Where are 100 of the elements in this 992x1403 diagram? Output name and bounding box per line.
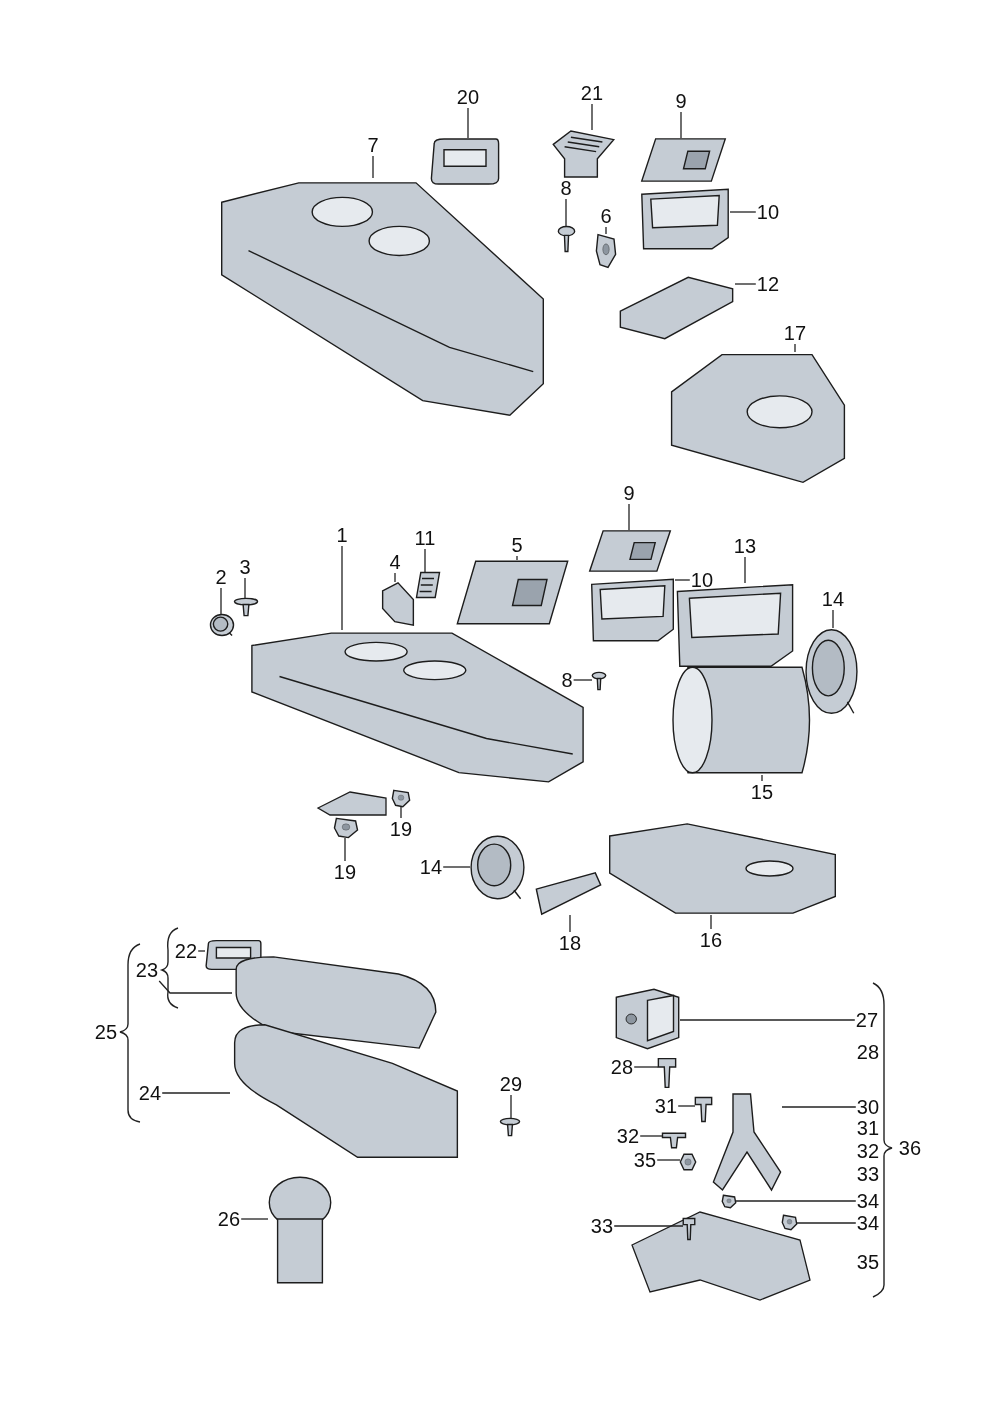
callout-number: 32 <box>615 1125 641 1147</box>
bolt-drawing <box>658 1058 676 1088</box>
mat-drawing <box>588 530 672 572</box>
callout-number: 2 <box>214 566 228 588</box>
leader-line <box>244 577 246 599</box>
leader-line <box>572 679 593 681</box>
callout-number: 34 <box>855 1190 881 1212</box>
callout-number: 12 <box>755 273 781 295</box>
bolt-drawing <box>662 1133 686 1148</box>
callout-number: 21 <box>579 82 605 104</box>
callout-number: 3 <box>238 556 252 578</box>
callout-number: 5 <box>510 534 524 556</box>
callout-number: 26 <box>216 1208 242 1230</box>
clip-drawing <box>334 818 358 838</box>
leader-line <box>605 226 607 235</box>
leader-line <box>197 950 206 952</box>
callout-number: 10 <box>689 569 715 591</box>
callout-number: 13 <box>732 535 758 557</box>
cup-holder-drawing <box>668 352 848 485</box>
mounting-bracket-drawing <box>712 1092 782 1192</box>
callout-number: 31 <box>653 1095 679 1117</box>
leader-line <box>761 774 763 782</box>
callout-number: 22 <box>173 940 199 962</box>
callout-number: 15 <box>749 781 775 803</box>
screw-drawing <box>500 1118 520 1136</box>
leader-line <box>158 980 233 994</box>
cover-cap-drawing <box>430 138 500 185</box>
storage-tray-drawing <box>590 578 675 642</box>
leader-line <box>639 1135 663 1137</box>
leader-line <box>744 556 746 584</box>
leader-line <box>734 283 757 285</box>
leader-line <box>679 1019 856 1021</box>
bolt-drawing <box>683 1218 695 1240</box>
leader-line <box>442 866 471 868</box>
holder-drawing <box>615 988 680 1050</box>
leader-line <box>796 1222 857 1224</box>
leader-line <box>341 545 343 631</box>
callout-number: 24 <box>137 1082 163 1104</box>
leader-line <box>240 1218 269 1220</box>
screw-drawing <box>592 672 606 690</box>
storage-tray-drawing <box>640 188 730 250</box>
leader-line <box>591 103 593 131</box>
callout-number: 16 <box>698 929 724 951</box>
leader-line <box>680 111 682 139</box>
leader-line <box>729 211 757 213</box>
leader-line <box>372 155 374 179</box>
leader-line <box>510 1094 512 1119</box>
cover-drawing <box>470 835 525 900</box>
clip-drawing <box>596 234 616 268</box>
callout-number: 6 <box>599 205 613 227</box>
callout-number: 8 <box>560 669 574 691</box>
callout-number: 11 <box>412 527 438 549</box>
callout-number: 28 <box>609 1056 635 1078</box>
grille-insert-drawing <box>552 130 615 178</box>
callout-number: 17 <box>782 322 808 344</box>
leader-line <box>794 343 796 353</box>
callout-number: 10 <box>755 201 781 223</box>
pad-drawing <box>416 572 440 598</box>
leader-line <box>344 837 346 862</box>
leader-line <box>656 1159 681 1161</box>
leader-line <box>677 1105 696 1107</box>
callout-number: 14 <box>418 856 444 878</box>
leader-line <box>161 1092 231 1094</box>
plug-drawing <box>210 614 234 636</box>
screw-drawing <box>234 598 258 616</box>
callout-number: 35 <box>855 1251 881 1273</box>
bolt-drawing <box>695 1097 712 1122</box>
callout-number: 23 <box>134 959 160 981</box>
leader-line <box>569 914 571 933</box>
leader-line <box>674 579 691 581</box>
callout-number: 20 <box>455 86 481 108</box>
nut-drawing <box>680 1154 696 1170</box>
end-cover-drawing <box>268 1175 332 1285</box>
leader-line <box>424 548 426 573</box>
leader-line <box>220 587 222 615</box>
callout-number: 27 <box>854 1009 880 1031</box>
callout-number: 19 <box>388 818 414 840</box>
leader-line <box>400 806 402 819</box>
callout-number: 8 <box>559 177 573 199</box>
callout-number: 33 <box>589 1215 615 1237</box>
callout-number: 4 <box>388 551 402 573</box>
cover-drawing <box>805 628 858 715</box>
trim-strip-drawing <box>535 872 602 915</box>
callout-number: 32 <box>855 1140 881 1162</box>
callout-number: 28 <box>855 1041 881 1063</box>
leader-line <box>710 914 712 930</box>
callout-number: 33 <box>855 1163 881 1185</box>
clip-drawing <box>722 1195 736 1208</box>
callout-number: 14 <box>820 588 846 610</box>
callout-number: 29 <box>498 1073 524 1095</box>
leader-line <box>516 555 518 561</box>
callout-number: 34 <box>855 1212 881 1234</box>
callout-number: 18 <box>557 932 583 954</box>
clip-drawing <box>392 790 410 807</box>
screw-drawing <box>558 226 575 252</box>
leader-line <box>394 572 396 583</box>
callout-number: 30 <box>855 1096 881 1118</box>
callout-number: 35 <box>632 1149 658 1171</box>
switch-drawing <box>382 582 414 626</box>
leader-line <box>565 198 567 227</box>
